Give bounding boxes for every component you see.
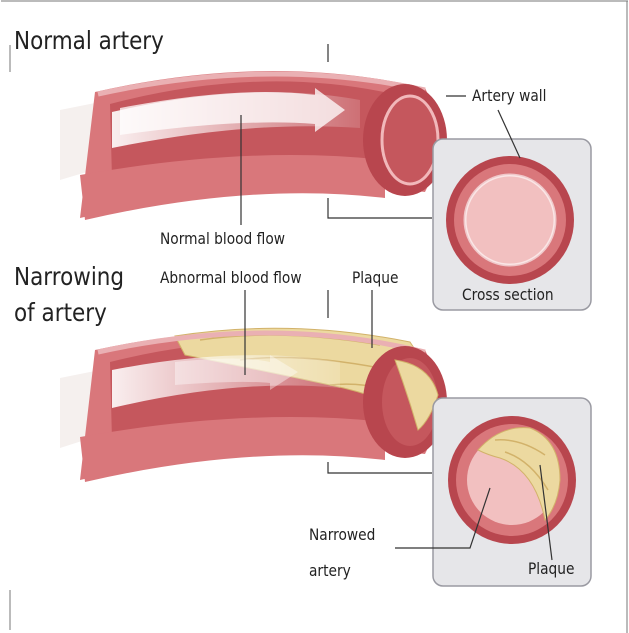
narrowed-artery-label-line2: artery: [309, 561, 351, 581]
leader-to-narrowed-cross-section: [328, 462, 432, 473]
plaque-top-label: Plaque: [352, 268, 398, 288]
narrowing-title-line2: of artery: [14, 298, 107, 328]
narrowed-artery-label-line1: Narrowed: [309, 525, 375, 545]
narrowing-title-line1: Narrowing: [14, 262, 124, 292]
normal-artery-illustration: [60, 71, 447, 220]
artery-wall-label: Artery wall: [472, 86, 546, 106]
narrowed-cross-section-panel: [433, 398, 591, 586]
plaque-bottom-label: Plaque: [528, 559, 574, 579]
cross-section-label: Cross section: [462, 285, 554, 305]
leader-to-cross-section: [328, 198, 432, 218]
normal-blood-flow-label: Normal blood flow: [160, 229, 285, 249]
normal-artery-title: Normal artery: [14, 26, 164, 56]
narrowed-artery-illustration: [60, 328, 447, 482]
abnormal-blood-flow-label: Abnormal blood flow: [160, 268, 302, 288]
